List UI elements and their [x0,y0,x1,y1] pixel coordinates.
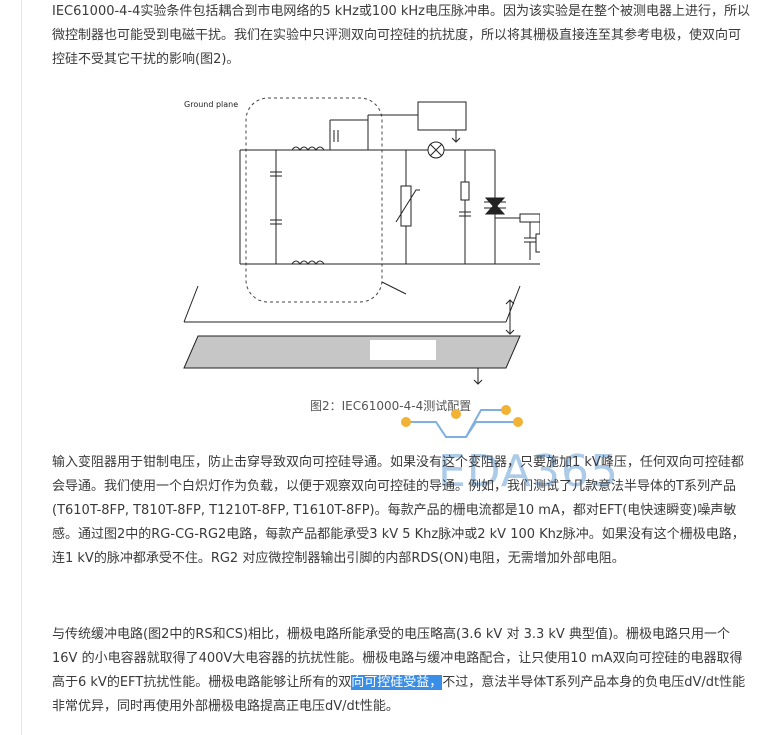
figure-test-setup-diagram: Ground plane [183,97,540,385]
figure-caption: 图2：IEC61000-4-4测试配置 [310,399,472,413]
snubber-capacitor [459,211,471,217]
equipment-under-test-box [370,340,436,360]
inductor-top [291,146,325,151]
watermark-circuit-logo [401,405,523,438]
plane-edges [183,285,521,323]
generator-box [417,101,467,131]
gate-resistor [519,213,540,223]
article-paragraph-1: IEC61000-4-4实验条件包括耦合到市电网络的5 kHz或100 kHz电… [52,4,751,67]
gate-capacitor [524,218,540,260]
content-left-border [21,0,22,735]
gate-resistor-2 [535,233,540,253]
triac-icon [484,197,506,215]
paragraph-3-text-before: 与传统缓冲电路(图2中的RS和CS)相比，栅极电路所能承受的电压略高(3.6 k… [52,627,743,690]
filter-capacitors [270,130,339,225]
selected-text-highlight[interactable]: 向可控硅受益， [351,675,443,690]
ground-plane [183,335,521,369]
snubber-resistor [460,181,470,201]
inductor-bottom [291,260,325,265]
ground-plane-label: Ground plane [184,100,238,109]
distance-arrow [505,299,515,335]
watermark-text: EDA365 [438,446,619,497]
article-paragraph-3: 与传统缓冲电路(图2中的RS和CS)相比，栅极电路所能承受的电压略高(3.6 k… [52,623,752,719]
ground-arrow [473,368,483,385]
paragraph-3-text-after: 不过，意法半导体T系列产品本身的负电压dV/dt性能非常优异，同时再使用外部栅极… [52,675,746,714]
coupling-network-enclosure [245,97,383,303]
article-paragraph-2: 输入变阻器用于钳制电压，防止击穿导致双向可控硅导通。如果没有这个变阻器，只要施加… [52,455,745,566]
